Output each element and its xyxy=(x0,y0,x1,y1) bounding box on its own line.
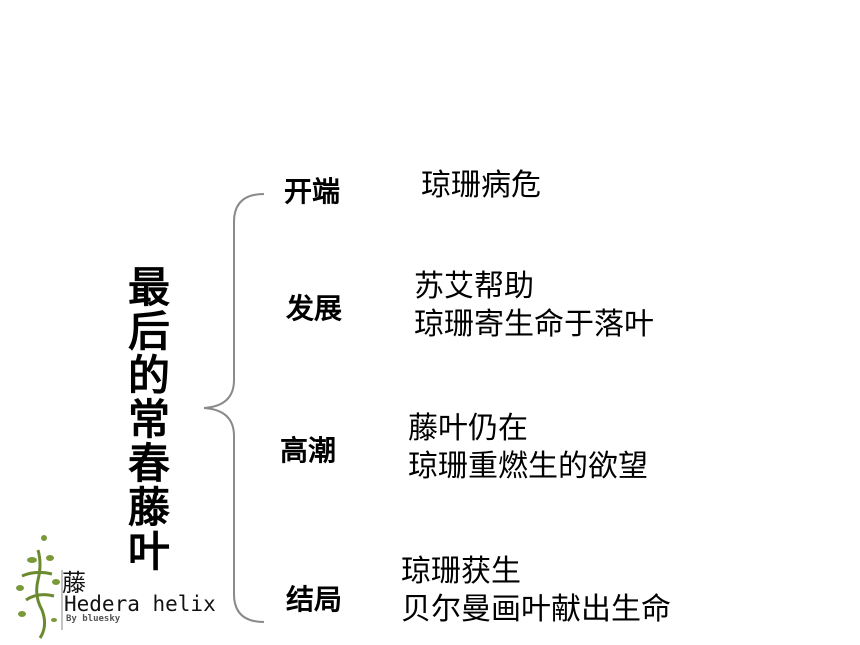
stage-label-beginning: 开端 xyxy=(284,175,341,208)
title-char: 藤 xyxy=(127,483,170,532)
title-char: 常 xyxy=(127,395,170,444)
diagram-title: 最 后 的 常 春 藤 叶 xyxy=(122,266,176,574)
stage-description-development: 苏艾帮助 琼珊寄生命于落叶 xyxy=(414,268,654,344)
description-line: 琼珊病危 xyxy=(421,168,541,203)
title-char: 叶 xyxy=(127,527,170,576)
stage-description-beginning: 琼珊病危 xyxy=(421,167,541,205)
stage-description-climax: 藤叶仍在 琼珊重燃生的欲望 xyxy=(408,410,648,486)
ivy-brush-icon xyxy=(16,535,60,639)
description-line: 藤叶仍在 xyxy=(408,411,528,446)
stage-label-development: 发展 xyxy=(286,292,343,325)
description-line: 琼珊重燃生的欲望 xyxy=(408,449,648,484)
brace-path xyxy=(203,193,265,623)
description-line: 琼珊寄生命于落叶 xyxy=(414,307,654,342)
title-char: 的 xyxy=(127,351,170,400)
logo-credit: By bluesky xyxy=(66,614,121,624)
logo-name: Hedera helix xyxy=(64,592,216,616)
logo-character: 藤 xyxy=(62,569,86,597)
title-char: 最 xyxy=(127,263,170,312)
title-char: 后 xyxy=(127,307,170,356)
stage-description-ending: 琼珊获生 贝尔曼画叶献出生命 xyxy=(401,553,671,629)
description-line: 琼珊获生 xyxy=(401,554,521,589)
description-line: 苏艾帮助 xyxy=(414,269,534,304)
stage-label-climax: 高潮 xyxy=(280,434,337,467)
ivy-logo xyxy=(16,535,63,639)
title-char: 春 xyxy=(127,439,170,488)
stage-label-ending: 结局 xyxy=(286,583,343,616)
description-line: 贝尔曼画叶献出生命 xyxy=(401,592,671,627)
